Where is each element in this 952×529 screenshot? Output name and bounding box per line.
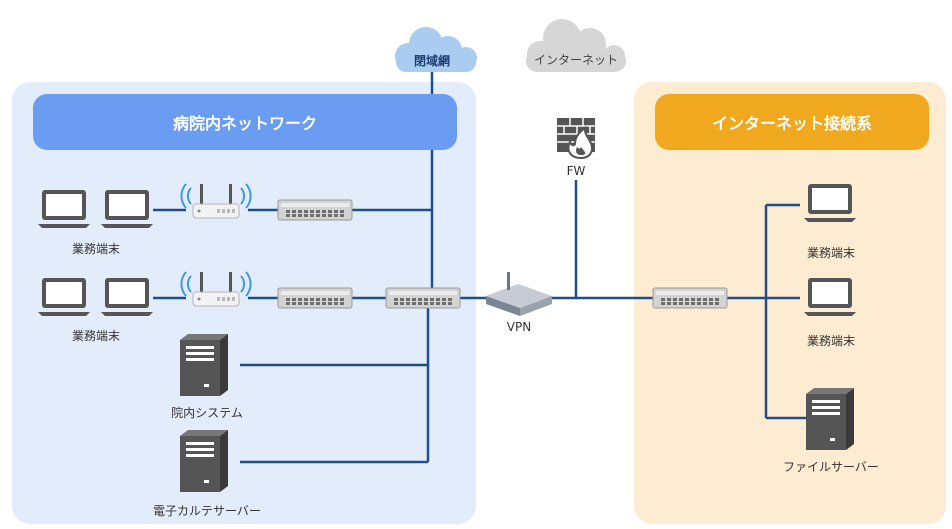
switch-icon	[652, 287, 728, 309]
firewall-icon	[557, 118, 595, 160]
emr-server-label: 電子カルテサーバー	[153, 504, 261, 518]
terminal-label-row2: 業務端末	[71, 329, 121, 343]
hospital-network-header: 病院内ネットワーク	[33, 94, 457, 150]
internet-connection-header: インターネット接続系	[655, 94, 929, 150]
closed-network-cloud	[395, 27, 477, 72]
internet-cloud	[526, 19, 626, 72]
closed-network-label: 閉域網	[413, 54, 451, 68]
internet-cloud-label: インターネット	[533, 53, 619, 67]
terminal-label-row1: 業務端末	[71, 242, 121, 256]
internal-system-label: 院内システム	[171, 406, 243, 420]
right-terminal-label-2: 業務端末	[806, 334, 856, 348]
internal-system-server-icon	[180, 334, 228, 396]
core-switch-icon	[385, 287, 461, 309]
right-terminal-label-1: 業務端末	[806, 246, 856, 260]
file-server-label: ファイルサーバー	[783, 460, 879, 474]
file-server-icon	[806, 388, 854, 450]
switch-icon	[277, 199, 353, 221]
internet-zone	[634, 82, 946, 524]
switch-icon	[277, 287, 353, 309]
emr-server-icon	[180, 430, 228, 492]
vpn-label: VPN	[506, 320, 532, 334]
vpn-router-icon	[486, 272, 552, 316]
fw-label: FW	[566, 164, 586, 178]
